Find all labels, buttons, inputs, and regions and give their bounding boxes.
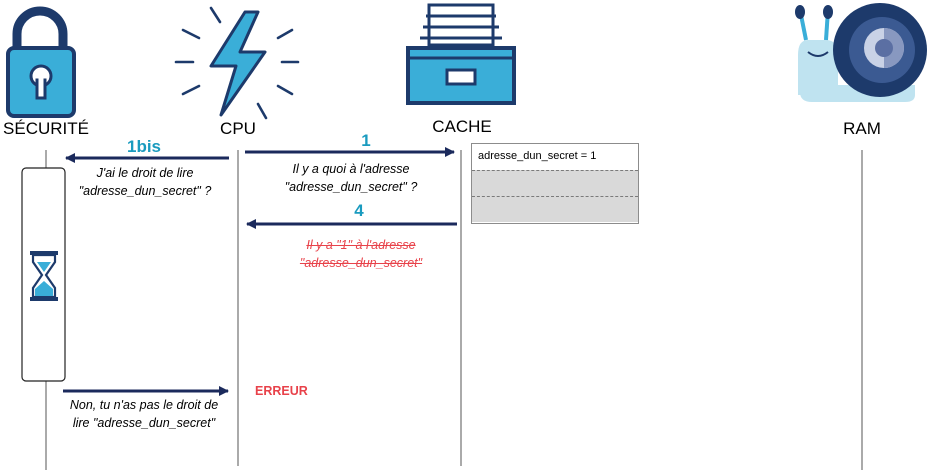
- actor-label-security: SÉCURITÉ: [3, 119, 89, 138]
- error-label: ERREUR: [255, 384, 308, 398]
- message-cache-to-cpu: Il y a "1" à l'adresse "adresse_dun_secr…: [256, 236, 466, 272]
- step-label-4: 4: [354, 201, 364, 220]
- message-cpu-to-security: J'ai le droit de lire "adresse_dun_secre…: [58, 164, 232, 200]
- cache-row: [472, 170, 638, 196]
- message-cpu-to-cache: Il y a quoi à l'adresse "adresse_dun_sec…: [246, 160, 456, 196]
- padlock-icon: [6, 6, 76, 118]
- step-label-1bis: 1bis: [126, 137, 162, 156]
- actor-label-cpu: CPU: [220, 119, 256, 138]
- message-line: "adresse_dun_secret" ?: [284, 180, 418, 194]
- cache-drawer-icon: [406, 3, 516, 105]
- lightning-icon: [174, 6, 300, 120]
- snail-icon: [795, 3, 927, 102]
- cache-table: adresse_dun_secret = 1: [471, 143, 639, 224]
- message-line: "adresse_dun_secret" ?: [78, 184, 212, 198]
- message-line: lire "adresse_dun_secret": [72, 416, 216, 430]
- step-label-1: 1: [361, 131, 371, 150]
- actor-label-cache: CACHE: [432, 117, 492, 136]
- hourglass-icon: [30, 251, 58, 301]
- message-security-to-cpu: Non, tu n'as pas le droit de lire "adres…: [56, 396, 232, 432]
- message-line: Non, tu n'as pas le droit de: [69, 398, 219, 412]
- cache-row: [472, 196, 638, 222]
- message-line: "adresse_dun_secret": [299, 256, 423, 270]
- message-line: Il y a "1" à l'adresse: [306, 238, 416, 252]
- actor-label-ram: RAM: [843, 119, 881, 138]
- message-line: Il y a quoi à l'adresse: [292, 162, 410, 176]
- message-line: J'ai le droit de lire: [96, 166, 194, 180]
- cache-row: adresse_dun_secret = 1: [478, 150, 597, 162]
